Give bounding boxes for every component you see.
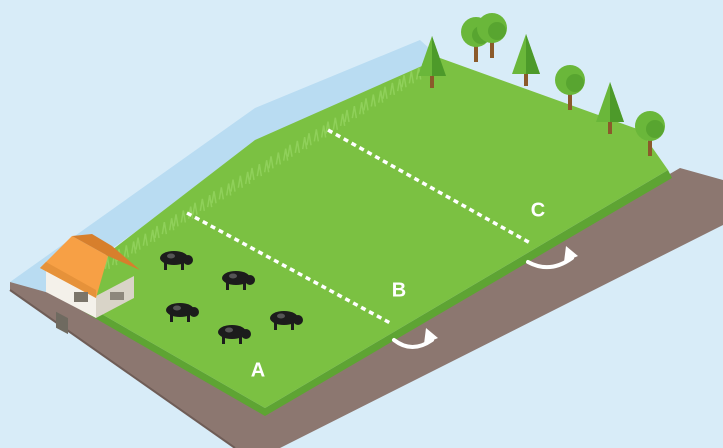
cow-herd (160, 251, 303, 344)
cow (166, 303, 199, 322)
tree (635, 111, 665, 156)
grass-blade (301, 136, 308, 150)
grass-blade (263, 160, 270, 173)
tree (512, 34, 540, 86)
zone-label-c: C (531, 199, 545, 221)
grass-blade (180, 210, 187, 223)
grass-blade (332, 117, 339, 130)
grass-blade (275, 152, 282, 165)
grass-blade (377, 90, 384, 103)
rotation-arrow-b (392, 328, 438, 349)
grass-blade (199, 198, 206, 212)
grass-blade (168, 218, 175, 231)
zone-label-a: A (251, 359, 265, 381)
barn-roof-side (72, 234, 140, 270)
barn-roof-ridge (40, 262, 96, 298)
cow (270, 311, 303, 330)
grass-blade (268, 156, 274, 169)
tree (477, 13, 507, 58)
grass-blade (123, 245, 130, 258)
tree-line (418, 13, 665, 156)
grass-blade (294, 140, 301, 154)
grass-blade (382, 86, 388, 99)
zone-label-b: B (392, 279, 406, 301)
grass-blade (306, 133, 312, 146)
fence-divider-bc (327, 128, 533, 246)
pasture-field (60, 58, 668, 408)
grass-blade (135, 237, 141, 250)
fence-divider-ab (186, 211, 393, 326)
grass-blade (154, 225, 160, 239)
grass-blade (363, 98, 369, 111)
grass-blade (230, 179, 236, 192)
rotation-arrow-c (526, 246, 578, 270)
road-edge (9, 289, 236, 448)
grass-blade (344, 109, 350, 123)
barn-front-wall (46, 270, 96, 318)
grass-blade (351, 106, 358, 119)
cow (160, 251, 193, 270)
grass-blade (256, 164, 263, 177)
grass-blade (149, 229, 156, 242)
barn-door (56, 311, 68, 335)
road (10, 168, 723, 448)
grass-blade (358, 102, 365, 115)
tree (596, 82, 624, 134)
grass-blade (173, 214, 179, 227)
grass-blade (320, 125, 327, 138)
grass-blade (401, 75, 407, 88)
grass-blade (237, 175, 244, 188)
barn (40, 234, 140, 335)
grass-blade (287, 144, 293, 157)
cow (218, 325, 251, 344)
grass-blade (244, 171, 251, 184)
tree (555, 65, 585, 110)
grass-blade (225, 183, 232, 196)
grass-blade (339, 113, 346, 126)
barn-roof-front (40, 236, 108, 298)
grass-blade (161, 222, 168, 235)
cow (222, 271, 255, 290)
grass-blade (408, 71, 415, 84)
barn-window (74, 292, 88, 302)
grass-blade (218, 187, 225, 200)
grass-blade (142, 233, 149, 246)
grass-blade (282, 148, 289, 161)
grass-blade (396, 78, 403, 92)
grass-blade (389, 82, 396, 96)
barn-side-window (110, 292, 124, 300)
tree (418, 36, 446, 88)
grass-blade (370, 94, 377, 107)
grass-blade (192, 202, 198, 215)
grass-blade (249, 167, 255, 181)
grass-blade (206, 194, 213, 208)
grass-blade (313, 129, 320, 142)
grass-blade (130, 241, 137, 254)
grass-blade (211, 191, 217, 204)
